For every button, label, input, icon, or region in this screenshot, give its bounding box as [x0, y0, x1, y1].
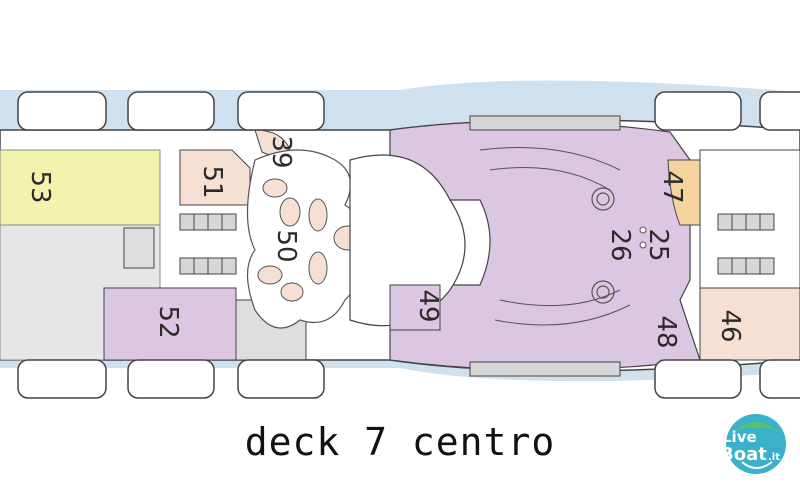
label-26: 26	[605, 228, 635, 261]
deck-title: deck 7 centro	[244, 420, 556, 464]
room-49	[389, 284, 441, 331]
stair-small	[123, 227, 155, 269]
logo-boat: Boat	[720, 444, 767, 465]
elevator-bank-right-lower	[717, 257, 775, 275]
elevator-bank-right-upper	[717, 213, 775, 231]
liveboat-logo: Live Boat .it	[720, 414, 786, 474]
label-25: 25	[643, 228, 673, 261]
label-50: 50	[271, 229, 301, 262]
marker-small-a	[639, 226, 647, 234]
marker-small-b	[639, 241, 647, 249]
label-52: 52	[153, 305, 183, 338]
room-47	[667, 159, 701, 226]
label-47: 47	[657, 170, 687, 203]
stair-bar-bottom	[469, 361, 621, 377]
lounge-circles	[591, 187, 615, 304]
label-49: 49	[413, 289, 443, 322]
lifeboats-bottom	[17, 359, 800, 399]
room-52	[103, 287, 237, 361]
logo-suffix: .it	[768, 452, 780, 463]
label-39: 39	[266, 135, 296, 168]
elevator-bank-lower	[179, 257, 237, 275]
label-48: 48	[651, 315, 681, 348]
label-51: 51	[197, 165, 227, 198]
stair-bar-top	[469, 115, 621, 131]
room-46	[699, 287, 800, 361]
label-53: 53	[25, 170, 55, 203]
room-53	[0, 149, 161, 226]
logo-live: Live	[722, 428, 757, 446]
label-46: 46	[715, 309, 745, 342]
lifeboats-top	[17, 91, 800, 131]
atrium-pods	[257, 178, 363, 302]
elevator-bank-upper	[179, 213, 237, 231]
